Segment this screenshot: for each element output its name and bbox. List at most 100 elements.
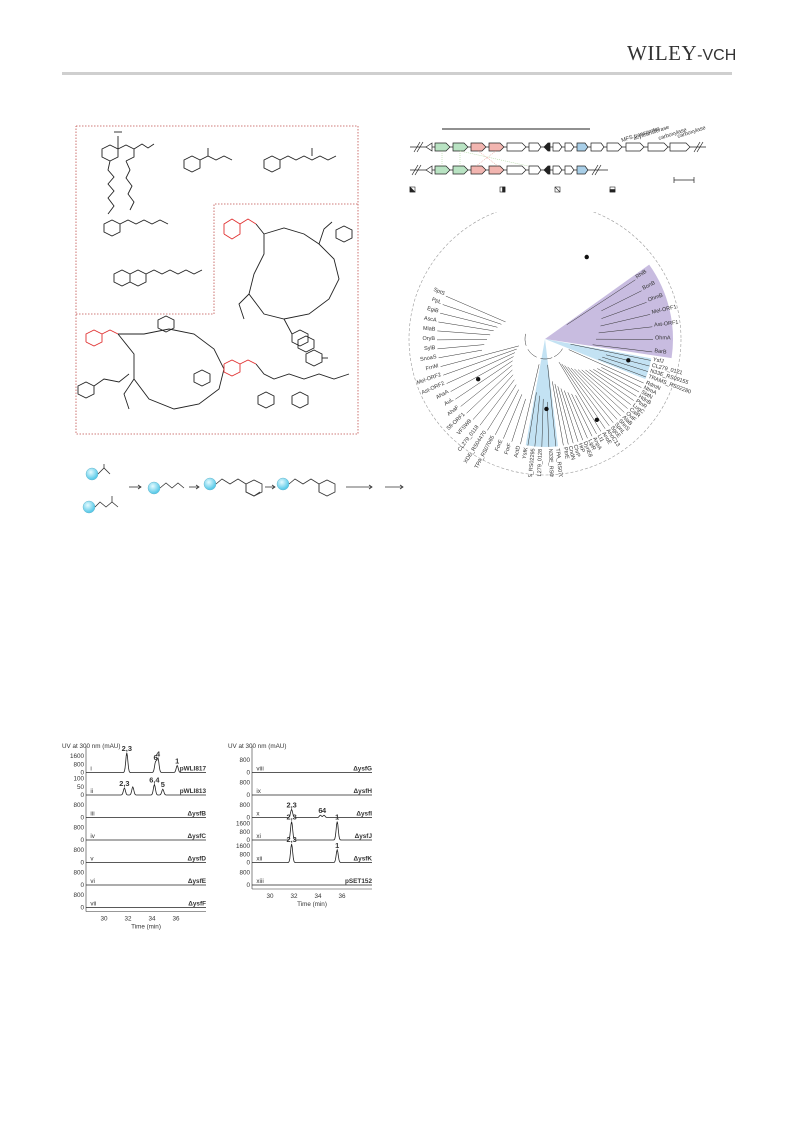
trace-name: ΔysfB <box>188 811 207 818</box>
tree-taxon: LipR <box>586 439 596 452</box>
tree-branch <box>547 364 557 447</box>
tree-internal-arc <box>540 357 553 360</box>
tree-taxon: FrnM <box>425 363 439 372</box>
y-tick-label: 0 <box>80 837 84 844</box>
tree-taxon: SptS <box>432 287 446 297</box>
tree-marker-dot <box>544 406 549 412</box>
tree-taxon: CL279_0128 <box>537 449 544 477</box>
tree-branch <box>460 365 513 407</box>
trace-name: ΔysfH <box>354 788 373 795</box>
y-tick-label: 50 <box>77 784 85 791</box>
tree-branch <box>479 379 515 426</box>
tree-taxon: Ast-ORF1 <box>654 320 679 329</box>
tree-branch <box>574 368 621 417</box>
tree-branch <box>442 304 502 325</box>
clade-blue-2 <box>525 339 559 447</box>
trace-name: ΔysfC <box>188 833 207 840</box>
peak-label: 1 <box>335 813 339 822</box>
trace-roman: ii <box>90 788 93 795</box>
tree-taxon: Mel-ORF1 <box>651 304 677 316</box>
tree-taxon: OryB <box>422 336 435 342</box>
tree-branch <box>564 365 610 426</box>
tree-branch <box>575 395 597 435</box>
y-tick-label: 0 <box>80 815 84 822</box>
tree-branch <box>593 369 637 397</box>
tree-taxon: BonB <box>642 280 657 292</box>
tree-taxon: PtnE <box>562 447 570 460</box>
y-tick-label: 800 <box>73 892 84 899</box>
trace-name: ΔysfG <box>353 766 372 773</box>
tree-taxon: AnpA <box>591 436 602 451</box>
tree-branch <box>438 321 494 332</box>
y-tick-label: 800 <box>73 802 84 809</box>
tree-taxon: AscA <box>423 316 437 324</box>
trace-name: ΔysfD <box>188 856 207 863</box>
tree-branch <box>552 381 564 446</box>
tree-branch <box>571 393 593 437</box>
biosynthesis-scheme <box>82 464 404 514</box>
y-axis-label: UV at 300 nm (mAU) <box>228 743 286 750</box>
tree-taxon: ForF <box>504 442 513 456</box>
tree-branch <box>554 383 569 445</box>
tree-taxon: AuL <box>443 397 454 407</box>
tree-branch <box>437 330 491 336</box>
x-tick-label: 32 <box>124 916 132 923</box>
tree-branch <box>598 358 647 378</box>
tree-branch <box>440 312 498 328</box>
trace-roman: i <box>90 766 91 773</box>
trace-line <box>252 808 372 818</box>
y-tick-label: 800 <box>239 779 250 786</box>
y-tick-label: 800 <box>73 824 84 831</box>
trace-roman: viii <box>256 766 263 773</box>
trace-roman: ix <box>256 788 261 795</box>
tree-branch <box>494 389 519 435</box>
trace-roman: vii <box>90 901 96 908</box>
tree-internal-arc <box>524 333 527 346</box>
peak-label: 6 <box>154 753 158 762</box>
tree-branch <box>534 395 540 447</box>
tree-marker-dot <box>626 358 631 363</box>
tree-taxon: NtmA <box>642 385 657 397</box>
tree-internal-arc <box>553 348 563 358</box>
tree-branch <box>541 398 544 447</box>
trace-name: ΔysfJ <box>355 833 373 840</box>
tree-branch <box>601 290 642 312</box>
peak-label: 2,3 <box>119 779 129 788</box>
gene-cluster-panel: MFS transporter acyltransferase carboxyl… <box>409 125 707 193</box>
y-tick-label: 0 <box>80 792 84 799</box>
trace-roman: iii <box>90 811 94 818</box>
y-tick-label: 1600 <box>70 753 85 760</box>
y-tick-label: 0 <box>80 860 84 867</box>
tree-branch <box>437 344 485 350</box>
tree-taxon: OhmB <box>647 292 664 303</box>
x-axis-label: Time (min) <box>131 924 161 931</box>
tree-branch <box>564 390 584 441</box>
y-tick-label: 0 <box>246 815 250 822</box>
tree-taxon: MiaB <box>423 326 436 333</box>
tree-taxon: EgiB <box>426 306 439 315</box>
tree-branch <box>446 352 516 384</box>
peak-label: 6 <box>318 806 322 815</box>
y-tick-label: 0 <box>246 770 250 777</box>
peak-label: 2,3 <box>122 744 132 753</box>
tree-branch <box>570 343 651 361</box>
y-tick-label: 800 <box>239 829 250 836</box>
trace-roman: iv <box>90 833 95 840</box>
tree-marker-dot <box>594 417 600 422</box>
header-rule <box>62 72 732 75</box>
tree-branch <box>585 369 631 405</box>
peak-label: 6,4 <box>149 776 160 785</box>
trace-line <box>252 821 372 841</box>
y-tick-label: 800 <box>239 802 250 809</box>
y-tick-label: 800 <box>239 869 250 876</box>
tree-taxon: DynE8 <box>582 441 593 459</box>
tree-branch <box>567 392 588 439</box>
trace-roman: x <box>256 811 260 818</box>
trace-roman: xi <box>256 833 261 840</box>
trace-roman: xiii <box>256 878 263 885</box>
trace-name: ΔysfF <box>188 901 206 908</box>
logo-suffix: -VCH <box>697 47 737 64</box>
tree-branch <box>440 345 519 367</box>
tree-branch <box>438 349 483 359</box>
tree-branch <box>567 366 614 423</box>
